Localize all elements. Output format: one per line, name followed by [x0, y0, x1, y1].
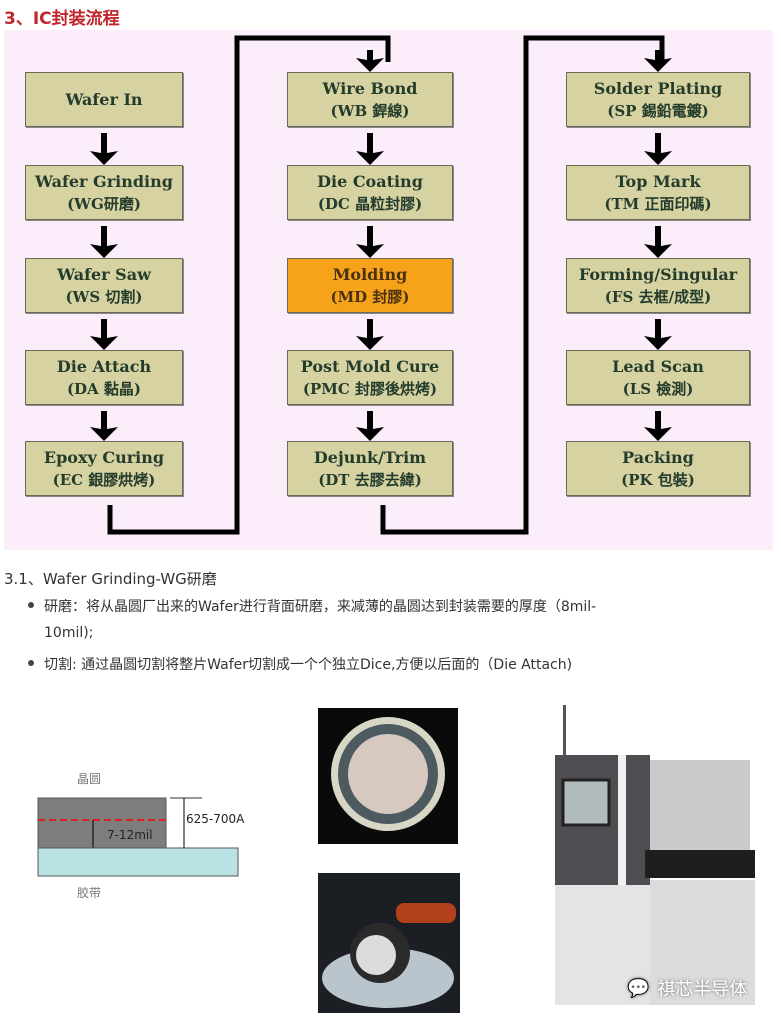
down-arrow-icon	[90, 226, 118, 258]
step-name: Lead Scan	[612, 356, 704, 376]
watermark: 💬 祺芯半导体	[627, 977, 748, 1001]
bullet-saw: 切割: 通过晶圆切割将整片Wafer切割成一个个独立Dice,方便以后面的（Di…	[28, 652, 748, 678]
wafer-label: 晶圆	[77, 772, 102, 786]
bullet-grinding: 研磨：将从晶圆厂出来的Wafer进行背面研磨，来减薄的晶圆达到封装需要的厚度（8…	[28, 594, 748, 646]
down-arrow-icon	[644, 226, 672, 258]
step-abbrev: (WG研磨)	[67, 194, 141, 213]
step-abbrev: (LS 檢測)	[622, 379, 694, 398]
step-name: Wafer Grinding	[35, 171, 173, 191]
flow-step-top-mark: Top Mark (TM 正面印碼)	[566, 165, 750, 220]
down-arrow-icon	[90, 319, 118, 350]
flow-step-epoxy-curing: Epoxy Curing (EC 銀膠烘烤)	[25, 441, 183, 496]
flow-connectors	[90, 35, 672, 535]
step-name: Top Mark	[615, 171, 701, 191]
down-arrow-icon	[644, 50, 672, 72]
connector-col2-to-col3	[380, 35, 665, 535]
flow-step-packing: Packing (PK 包裝)	[566, 441, 750, 496]
down-arrow-icon	[644, 133, 672, 165]
step-name: Wire Bond	[322, 78, 418, 98]
step-abbrev: (EC 銀膠烘烤)	[52, 470, 156, 489]
flow-step-wafer-saw: Wafer Saw (WS 切割)	[25, 258, 183, 313]
bullet-dot	[28, 660, 34, 666]
step-name: Forming/Singular	[578, 264, 738, 284]
flow-step-wire-bond: Wire Bond (WB 銲線)	[287, 72, 453, 127]
step-name: Solder Plating	[593, 78, 723, 98]
step-abbrev: (WB 銲線)	[330, 101, 410, 120]
flow-step-wafer-grinding: Wafer Grinding (WG研磨)	[25, 165, 183, 220]
wechat-icon: 💬	[627, 977, 650, 999]
down-arrow-icon	[90, 411, 118, 441]
flow-step-forming-singular: Forming/Singular (FS 去框/成型)	[566, 258, 750, 313]
step-abbrev: (FS 去框/成型)	[604, 287, 712, 306]
step-abbrev: (PMC 封膠後烘烤)	[302, 379, 438, 398]
step-abbrev: (DA 黏晶)	[66, 379, 142, 398]
flow-step-dejunk-trim: Dejunk/Trim (DT 去膠去緯)	[287, 441, 453, 496]
flow-step-die-coating: Die Coating (DC 晶粒封膠)	[287, 165, 453, 220]
step-abbrev: (WS 切割)	[65, 287, 143, 306]
flow-step-solder-plating: Solder Plating (SP 錫鉛電鍍)	[566, 72, 750, 127]
step-name: Packing	[622, 447, 694, 467]
step-name: Die Coating	[317, 171, 423, 191]
step-name: Wafer Saw	[57, 264, 151, 284]
step-abbrev: (DC 晶粒封膠)	[317, 194, 423, 213]
flow-step-molding: Molding (MD 封膠)	[287, 258, 453, 313]
tape-layer	[37, 847, 239, 877]
saw-photo	[318, 873, 460, 1013]
step-abbrev: (DT 去膠去緯)	[318, 470, 422, 489]
down-arrow-icon	[356, 133, 384, 165]
step-name: Wafer In	[65, 89, 143, 109]
step-name: Post Mold Cure	[300, 356, 440, 376]
step-name: Molding	[332, 264, 408, 284]
step-abbrev: (TM 正面印碼)	[604, 194, 712, 213]
step-abbrev: (PK 包裝)	[621, 470, 695, 489]
grinder-machine-photo	[555, 705, 755, 1005]
step-name: Die Attach	[56, 356, 152, 376]
step-abbrev: (MD 封膠)	[330, 287, 410, 306]
connector-col1-to-col2	[107, 35, 391, 535]
step-name: Dejunk/Trim	[313, 447, 427, 467]
down-arrow-icon	[356, 411, 384, 441]
down-arrow-icon	[356, 50, 384, 72]
bullet-dot	[28, 602, 34, 608]
tape-label: 胶带	[77, 886, 102, 900]
wafer-photo	[318, 708, 458, 844]
flow-step-wafer-in: Wafer In	[25, 72, 183, 127]
flow-step-lead-scan: Lead Scan (LS 檢測)	[566, 350, 750, 405]
flow-step-post-mold-cure: Post Mold Cure (PMC 封膠後烘烤)	[287, 350, 453, 405]
flow-step-die-attach: Die Attach (DA 黏晶)	[25, 350, 183, 405]
down-arrow-icon	[644, 319, 672, 350]
down-arrow-icon	[356, 319, 384, 350]
inner-dimension: 7-12mil	[107, 828, 153, 842]
page-title: 3、IC封装流程	[4, 9, 120, 29]
step-abbrev: (SP 錫鉛電鍍)	[607, 101, 709, 120]
section-title: 3.1、Wafer Grinding-WG研磨	[4, 570, 217, 588]
down-arrow-icon	[356, 226, 384, 258]
down-arrow-icon	[644, 411, 672, 441]
step-name: Epoxy Curing	[43, 447, 165, 467]
down-arrow-icon	[90, 133, 118, 165]
outer-dimension: 625-700A	[186, 812, 245, 826]
